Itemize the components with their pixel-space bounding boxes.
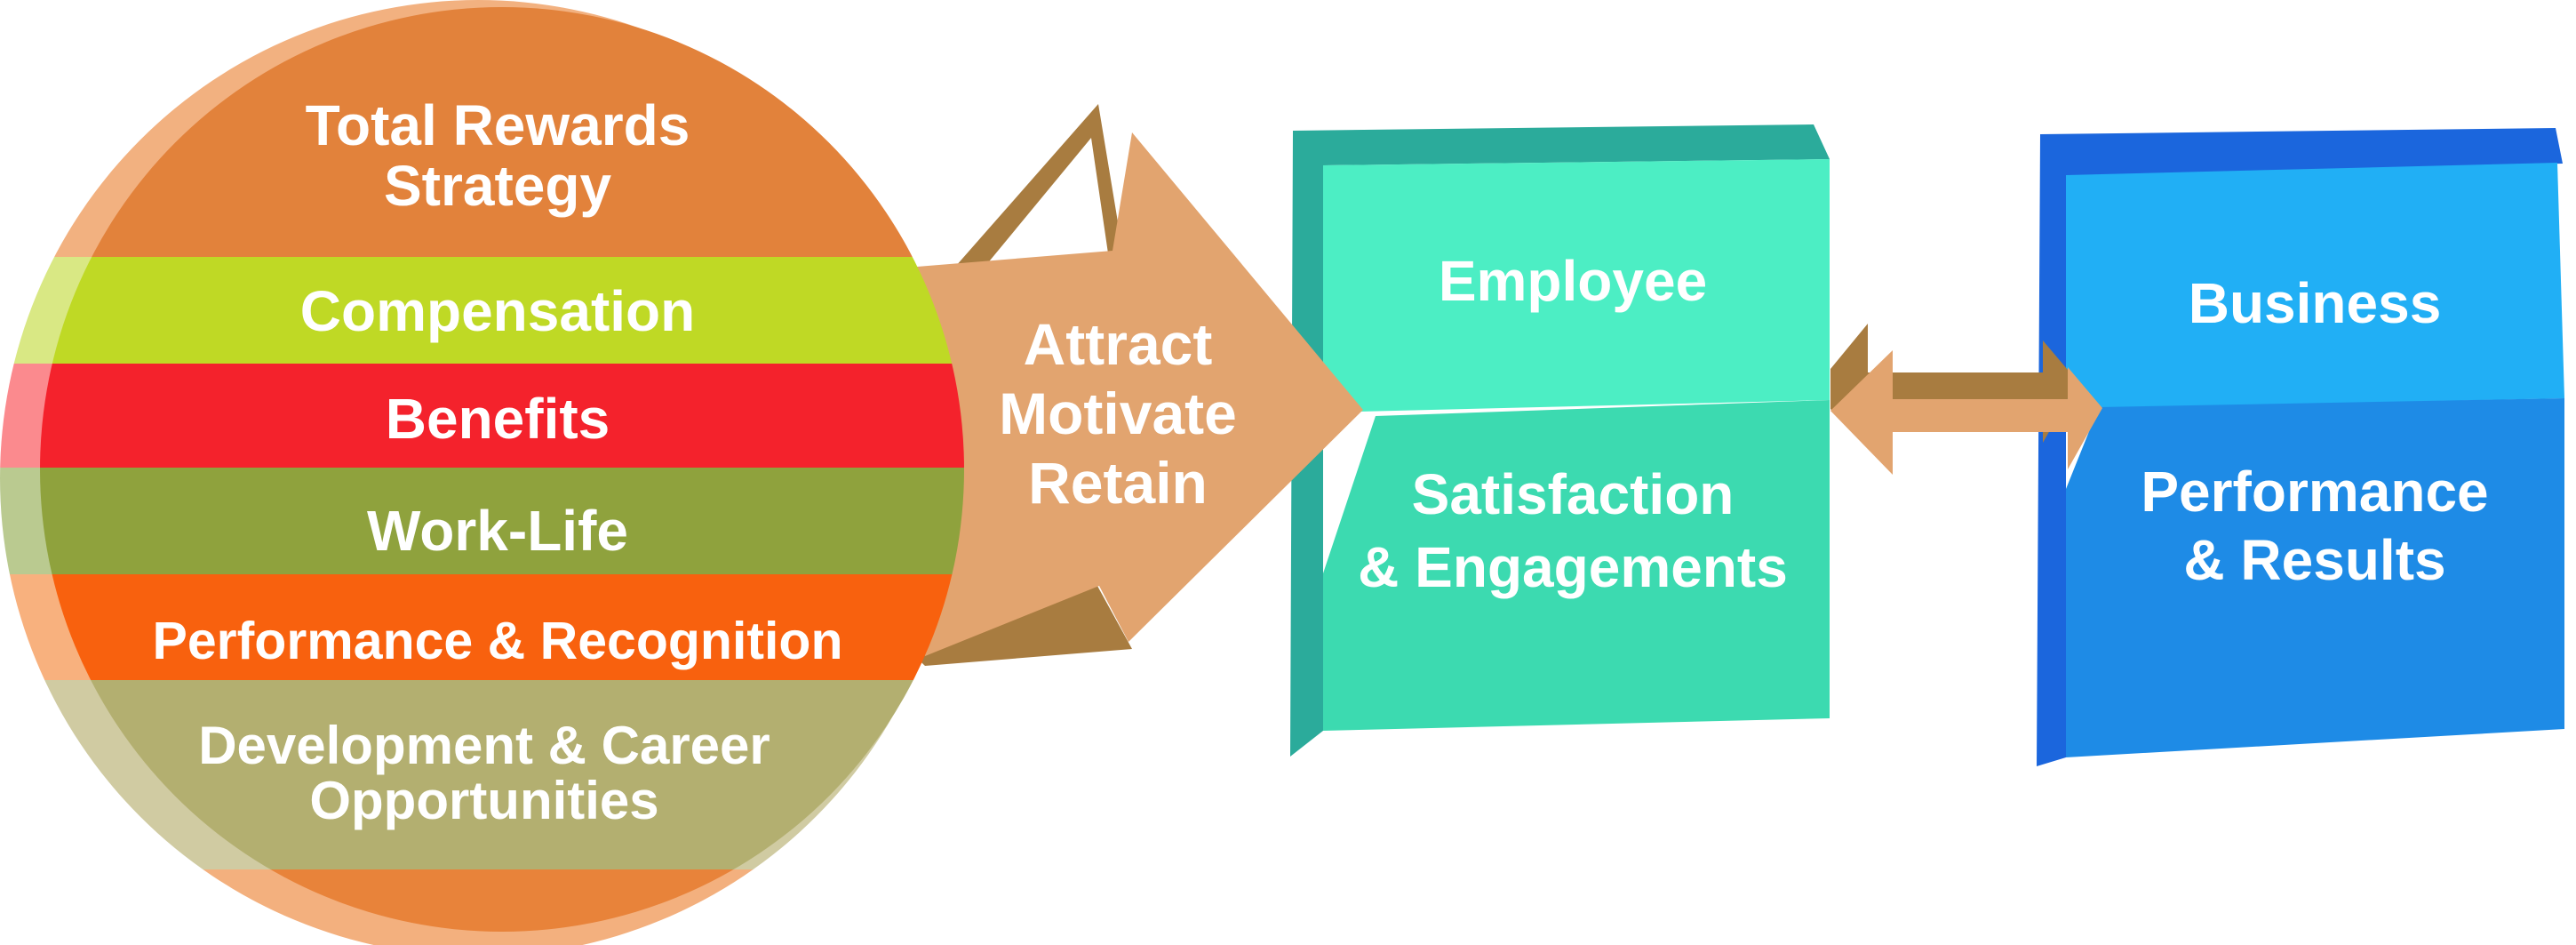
- band-label-opportunities: Opportunities: [309, 771, 658, 830]
- flow-arrow-shadow-bottom: [908, 586, 1132, 666]
- employee-box-satisfaction: Satisfaction: [1412, 462, 1735, 526]
- link-arrow: [1830, 324, 2102, 475]
- band-label-performance-recognition: Performance & Recognition: [153, 612, 843, 670]
- flow-arrow: [844, 104, 1363, 666]
- band-compensation: [40, 257, 964, 364]
- band-performance: [40, 574, 964, 680]
- employee-box-top-face: [1323, 159, 1830, 412]
- flow-arrow-labels: Attract Motivate Retain: [999, 311, 1237, 516]
- employee-box: [1290, 124, 1830, 757]
- band-label-compensation: Compensation: [300, 279, 695, 343]
- link-arrow-face: [1830, 350, 2102, 475]
- band-label-development-career: Development & Career: [198, 716, 770, 775]
- business-box-top-face: [2066, 163, 2564, 409]
- flow-arrow-label-retain: Retain: [1028, 450, 1208, 516]
- band-label-total-rewards: Total Rewards: [306, 93, 690, 157]
- employee-box-bottom-face: [1323, 400, 1830, 731]
- business-box-results: & Results: [2183, 528, 2445, 592]
- business-box-performance: Performance: [2141, 460, 2488, 524]
- business-box-title: Business: [2189, 271, 2442, 335]
- band-label-strategy: Strategy: [384, 154, 612, 218]
- employee-box-engagements: & Engagements: [1358, 535, 1788, 599]
- flow-arrow-label-motivate: Motivate: [999, 380, 1237, 446]
- band-label-benefits: Benefits: [386, 387, 610, 451]
- employee-box-title: Employee: [1439, 249, 1707, 313]
- link-arrow-shadow: [1830, 324, 2078, 448]
- business-box: [2037, 128, 2564, 766]
- circle-bands: [40, 7, 964, 932]
- band-benefits: [40, 364, 964, 468]
- flow-arrow-label-attract: Attract: [1024, 311, 1213, 377]
- business-box-labels: Business Performance & Results: [2141, 271, 2488, 592]
- band-label-work-life: Work-Life: [367, 499, 628, 563]
- employee-box-labels: Employee Satisfaction & Engagements: [1358, 249, 1788, 599]
- circle-labels: Total Rewards Strategy Compensation Bene…: [153, 93, 843, 830]
- flow-arrow-face: [844, 132, 1363, 656]
- business-box-bottom-face: [2066, 398, 2564, 757]
- band-work-life: [40, 468, 964, 574]
